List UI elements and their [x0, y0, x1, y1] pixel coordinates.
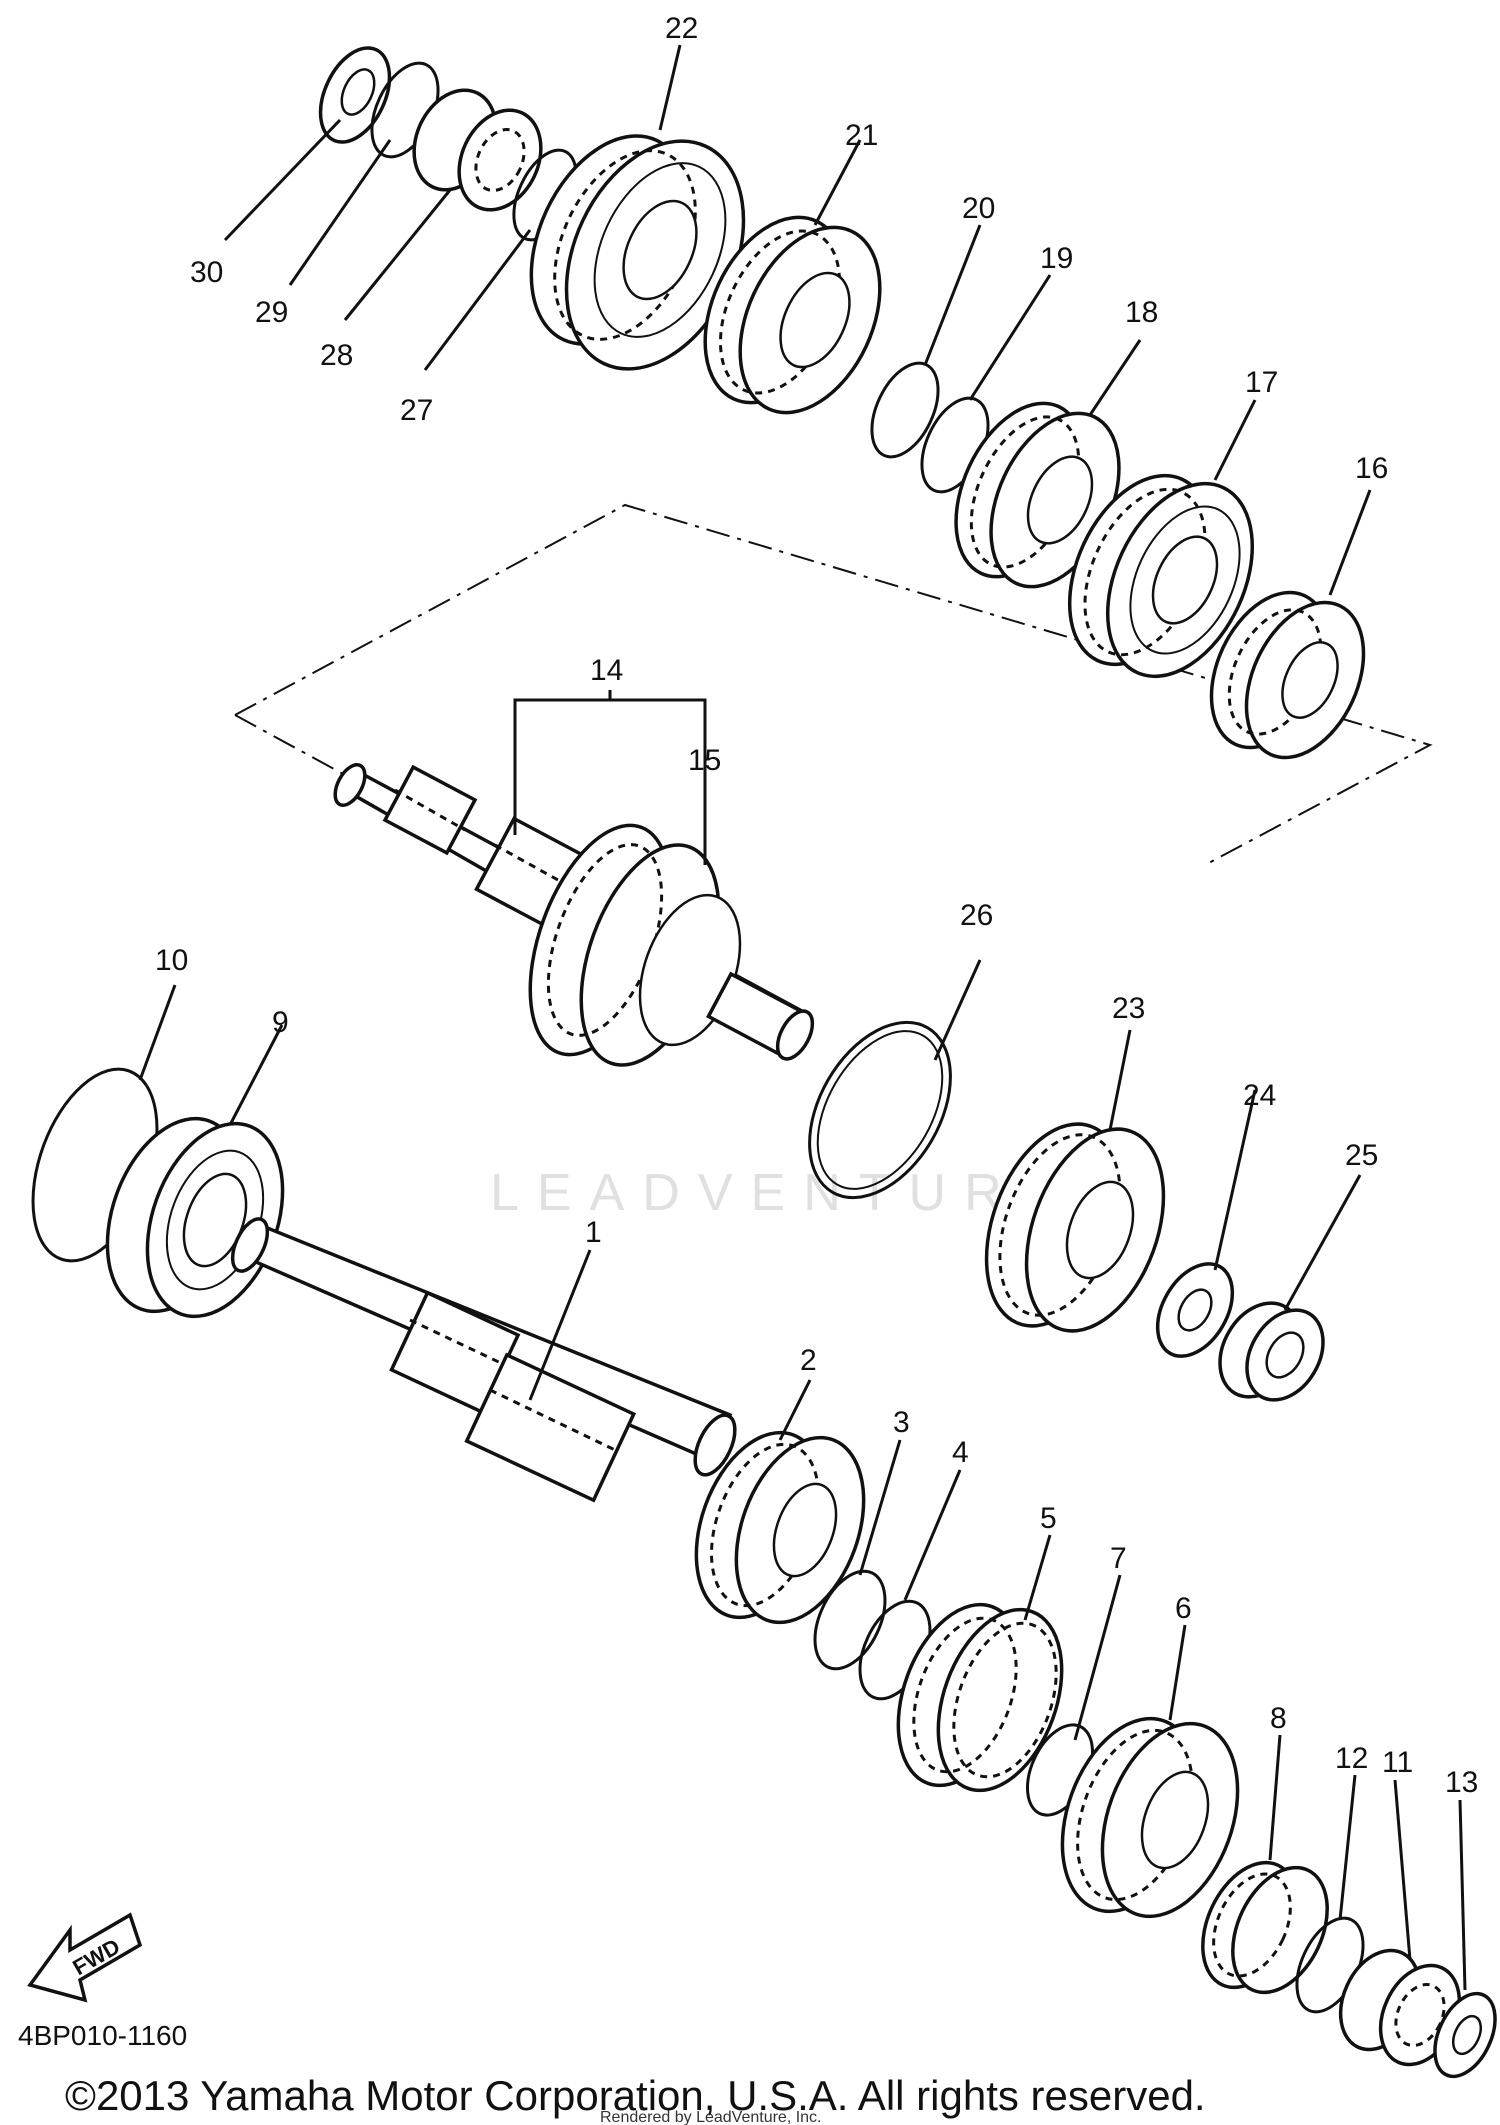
- part-26-circlip[interactable]: [781, 998, 980, 1223]
- part-24-lock-washer[interactable]: [1142, 1251, 1247, 1370]
- part-9-bearing[interactable]: [83, 1100, 308, 1335]
- leader-lines: [138, 44, 1467, 1991]
- part-17-gear[interactable]: [1042, 453, 1282, 699]
- fwd-arrow-icon: FWD: [27, 1912, 143, 2003]
- part-8-gear[interactable]: [1184, 1847, 1346, 2007]
- copyright-text: ©2013 Yamaha Motor Corporation, U.S.A. A…: [65, 2072, 1206, 2119]
- part-16-gear[interactable]: [1188, 574, 1387, 777]
- callout-9: 9: [272, 1006, 289, 1039]
- callout-5: 5: [1040, 1502, 1057, 1535]
- callout-2: 2: [800, 1344, 817, 1377]
- callout-23: 23: [1112, 992, 1145, 1025]
- callout-4: 4: [952, 1436, 969, 1469]
- part-28-bearing[interactable]: [399, 77, 557, 223]
- part-13-bearing[interactable]: [1423, 1984, 1500, 2086]
- part-30-bearing[interactable]: [307, 37, 404, 153]
- callout-24: 24: [1243, 1079, 1276, 1112]
- callout-21: 21: [845, 119, 878, 152]
- callout-19: 19: [1040, 242, 1073, 275]
- callout-1: 1: [585, 1216, 602, 1249]
- callout-26: 26: [960, 899, 993, 932]
- callout-13: 13: [1445, 1766, 1478, 1799]
- callout-17: 17: [1245, 366, 1278, 399]
- callout-11: 11: [1382, 1746, 1413, 1779]
- callout-3: 3: [893, 1406, 910, 1439]
- callout-15: 15: [688, 744, 721, 777]
- callout-27: 27: [400, 394, 433, 427]
- part-22-gear[interactable]: [500, 111, 778, 398]
- callout-7: 7: [1110, 1542, 1127, 1575]
- part-2-gear[interactable]: [673, 1415, 888, 1640]
- part-1-main-axle[interactable]: [225, 1214, 743, 1503]
- callout-28: 28: [320, 339, 353, 372]
- part-3-washer[interactable]: [801, 1560, 899, 1680]
- callout-8: 8: [1270, 1702, 1287, 1735]
- callout-6: 6: [1175, 1592, 1192, 1625]
- callout-30: 30: [190, 256, 223, 289]
- callout-29: 29: [255, 296, 288, 329]
- callout-12: 12: [1335, 1742, 1368, 1775]
- assembly-bracket: [234, 503, 1433, 866]
- callout-16: 16: [1355, 452, 1388, 485]
- part-5-gear[interactable]: [875, 1588, 1085, 1808]
- diagram-code: 4BP010-1160: [18, 2020, 187, 2051]
- part-14-15-drive-axle[interactable]: [329, 760, 819, 1084]
- part-6-gear[interactable]: [1038, 1700, 1263, 1935]
- callout-18: 18: [1125, 296, 1158, 329]
- callout-20: 20: [962, 192, 995, 225]
- callout-25: 25: [1345, 1139, 1378, 1172]
- callout-10: 10: [155, 944, 188, 977]
- part-18-gear[interactable]: [930, 383, 1144, 607]
- callout-14: 14: [590, 654, 623, 687]
- part-20-circlip[interactable]: [858, 353, 951, 467]
- part-25-nut[interactable]: [1204, 1289, 1339, 1414]
- watermark: LEADVENTURE: [490, 1164, 1072, 1222]
- callout-22: 22: [665, 12, 698, 45]
- part-23-sprocket[interactable]: [961, 1105, 1189, 1350]
- rendered-by-text: Rendered by LeadVenture, Inc.: [600, 2109, 822, 2125]
- part-21-gear[interactable]: [677, 195, 907, 435]
